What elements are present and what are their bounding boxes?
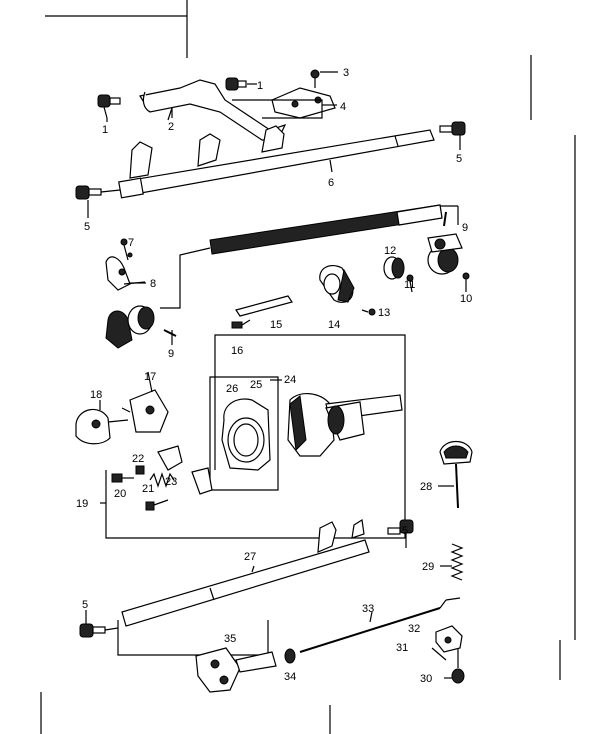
callout-26: 26 bbox=[226, 383, 238, 395]
threaded-shaft bbox=[209, 204, 459, 255]
callout-5-top-left: 5 bbox=[84, 221, 90, 233]
callout-24: 24 bbox=[284, 374, 296, 386]
callout-17: 17 bbox=[144, 371, 156, 383]
screw-part-5-bottom-left bbox=[79, 610, 119, 638]
bracket-part-2 bbox=[139, 79, 287, 141]
eccentric-part-14 bbox=[319, 265, 355, 303]
callout-14: 14 bbox=[328, 319, 340, 331]
bobbin-case-part-24 bbox=[221, 398, 271, 471]
callout-22: 22 bbox=[132, 453, 144, 465]
callout-5-top-right: 5 bbox=[456, 153, 462, 165]
screw-part-5-top-left bbox=[75, 185, 121, 218]
callout-5-bottom-left: 5 bbox=[82, 599, 88, 611]
callout-28: 28 bbox=[420, 481, 432, 493]
screw-part-20 bbox=[111, 473, 169, 511]
spring-part-29 bbox=[450, 543, 464, 581]
callout-33: 33 bbox=[362, 603, 374, 615]
callout-20: 20 bbox=[114, 488, 126, 500]
screw-part-13 bbox=[361, 308, 376, 316]
callout-32: 32 bbox=[408, 623, 420, 635]
callout-23: 23 bbox=[165, 476, 177, 488]
callout-3: 3 bbox=[343, 67, 349, 79]
lever-part-15 bbox=[235, 295, 293, 317]
screw-part-1-left bbox=[97, 94, 121, 119]
subassembly-box-35 bbox=[117, 620, 269, 656]
screw-part-3 bbox=[310, 69, 338, 88]
pin-part-9-left bbox=[163, 329, 177, 337]
shuttle-part-18 bbox=[75, 408, 129, 445]
callout-34: 34 bbox=[284, 671, 296, 683]
callout-8: 8 bbox=[150, 278, 156, 290]
callout-7: 7 bbox=[128, 237, 134, 249]
screw-part-1-right bbox=[225, 77, 257, 91]
callout-labels: 1 1 2 3 4 5 5 5 5 6 7 8 9 9 10 11 12 13 … bbox=[76, 67, 472, 685]
callout-12: 12 bbox=[384, 245, 396, 257]
plate-part-4 bbox=[232, 87, 337, 119]
scan-border-lines bbox=[40, 0, 576, 734]
shuttle-assembly-box bbox=[100, 334, 406, 539]
screw-part-11 bbox=[406, 274, 414, 293]
gear-assembly-top-right bbox=[427, 233, 463, 275]
feed-gear-left bbox=[105, 247, 211, 349]
callout-11: 11 bbox=[404, 279, 415, 291]
feed-cam-part-35 bbox=[195, 647, 277, 693]
nut-part-30 bbox=[451, 648, 465, 684]
shaft-part-6 bbox=[118, 125, 435, 199]
callout-27: 27 bbox=[244, 551, 256, 563]
shuttle-driver-part-17 bbox=[129, 389, 169, 433]
callout-9-left: 9 bbox=[168, 348, 174, 360]
callout-19: 19 bbox=[76, 498, 88, 510]
rod-part-33 bbox=[299, 597, 461, 653]
shaft-part-27 bbox=[121, 519, 370, 627]
callout-4: 4 bbox=[340, 101, 346, 113]
callout-15: 15 bbox=[270, 319, 282, 331]
callout-21: 21 bbox=[142, 483, 154, 495]
callout-18: 18 bbox=[90, 389, 102, 401]
collar-part-12 bbox=[383, 256, 405, 280]
screw-part-16 bbox=[231, 319, 251, 329]
callout-2: 2 bbox=[168, 121, 174, 133]
callout-25: 25 bbox=[250, 379, 262, 391]
screw-part-5-mid bbox=[387, 519, 414, 548]
callout-1-right: 1 bbox=[257, 80, 263, 92]
screw-part-10 bbox=[462, 272, 470, 292]
callout-1-left: 1 bbox=[102, 124, 108, 136]
callout-31: 31 bbox=[396, 642, 408, 654]
callout-13: 13 bbox=[378, 307, 390, 319]
latch-part-23 bbox=[191, 467, 213, 495]
callout-5-mid: 5 bbox=[402, 525, 408, 537]
callout-16: 16 bbox=[231, 345, 243, 357]
screw-part-31 bbox=[431, 647, 447, 661]
callout-29: 29 bbox=[422, 561, 434, 573]
hook-part-8 bbox=[105, 256, 146, 291]
tension-spring-part-21 bbox=[135, 465, 175, 488]
screw-part-7 bbox=[120, 238, 133, 261]
nut-part-34 bbox=[284, 648, 296, 664]
link-plate-part-32 bbox=[435, 625, 463, 653]
callout-leaders bbox=[99, 108, 454, 679]
stitch-knob-part-28 bbox=[439, 440, 473, 509]
callout-10: 10 bbox=[460, 293, 472, 305]
lever-part-22 bbox=[157, 445, 183, 471]
callout-30: 30 bbox=[420, 673, 432, 685]
callout-9-right: 9 bbox=[462, 222, 468, 234]
screw-part-5-top-right bbox=[439, 121, 466, 150]
rotating-hook-assembly bbox=[287, 393, 403, 457]
callout-35: 35 bbox=[224, 633, 236, 645]
callout-6: 6 bbox=[328, 177, 334, 189]
